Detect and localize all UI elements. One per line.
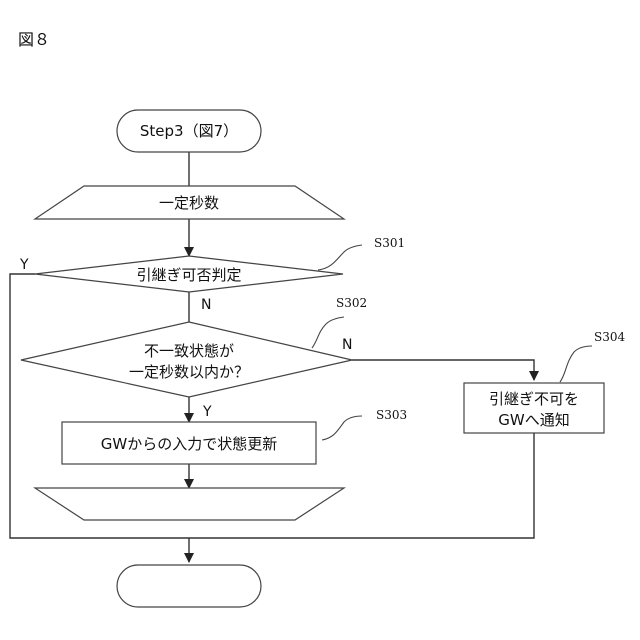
step-label-s302: S302	[312, 296, 367, 348]
process-1: GWからの入力で状態更新	[62, 422, 316, 464]
step-label-s302-text: S302	[336, 296, 367, 310]
end-terminal	[117, 565, 261, 607]
process-2-label-line1: 引継ぎ不可を	[489, 390, 579, 408]
step-label-s303: S303	[322, 408, 407, 440]
loop-end	[35, 488, 344, 520]
loop-start: 一定秒数	[35, 186, 344, 219]
step-label-s303-text: S303	[376, 408, 407, 422]
leader-s303	[322, 416, 362, 440]
decision-1-no-label: N	[201, 297, 211, 313]
start-terminal-label: Step3（図7）	[140, 122, 238, 140]
decision-1-label: 引継ぎ可否判定	[136, 266, 241, 284]
step-label-s304-text: S304	[594, 330, 625, 344]
leader-s301	[318, 245, 362, 270]
decision-2-label-line1: 不一致状態が	[144, 342, 234, 360]
leader-s302	[312, 317, 344, 348]
step-label-s304: S304	[560, 330, 625, 382]
process-1-label: GWからの入力で状態更新	[101, 435, 277, 453]
process-2: 引継ぎ不可を GWへ通知	[464, 383, 604, 433]
decision-2-no-label: N	[342, 337, 352, 353]
loop-start-label: 一定秒数	[159, 194, 219, 212]
step-label-s301-text: S301	[374, 236, 405, 250]
process-2-label-line2: GWへ通知	[498, 411, 569, 429]
start-terminal: Step3（図7）	[117, 110, 261, 152]
decision-2: 不一致状態が 一定秒数以内か？	[21, 322, 352, 397]
decision-1-yes-label: Y	[19, 257, 29, 273]
decision-1: 引継ぎ可否判定	[35, 256, 343, 292]
connector-decision2-no-path	[352, 360, 534, 380]
leader-s304	[560, 346, 592, 382]
decision-2-label-line2: 一定秒数以内か？	[129, 363, 249, 381]
decision-2-yes-label: Y	[202, 404, 212, 420]
figure-label: 図８	[18, 30, 50, 49]
step-label-s301: S301	[318, 236, 405, 270]
